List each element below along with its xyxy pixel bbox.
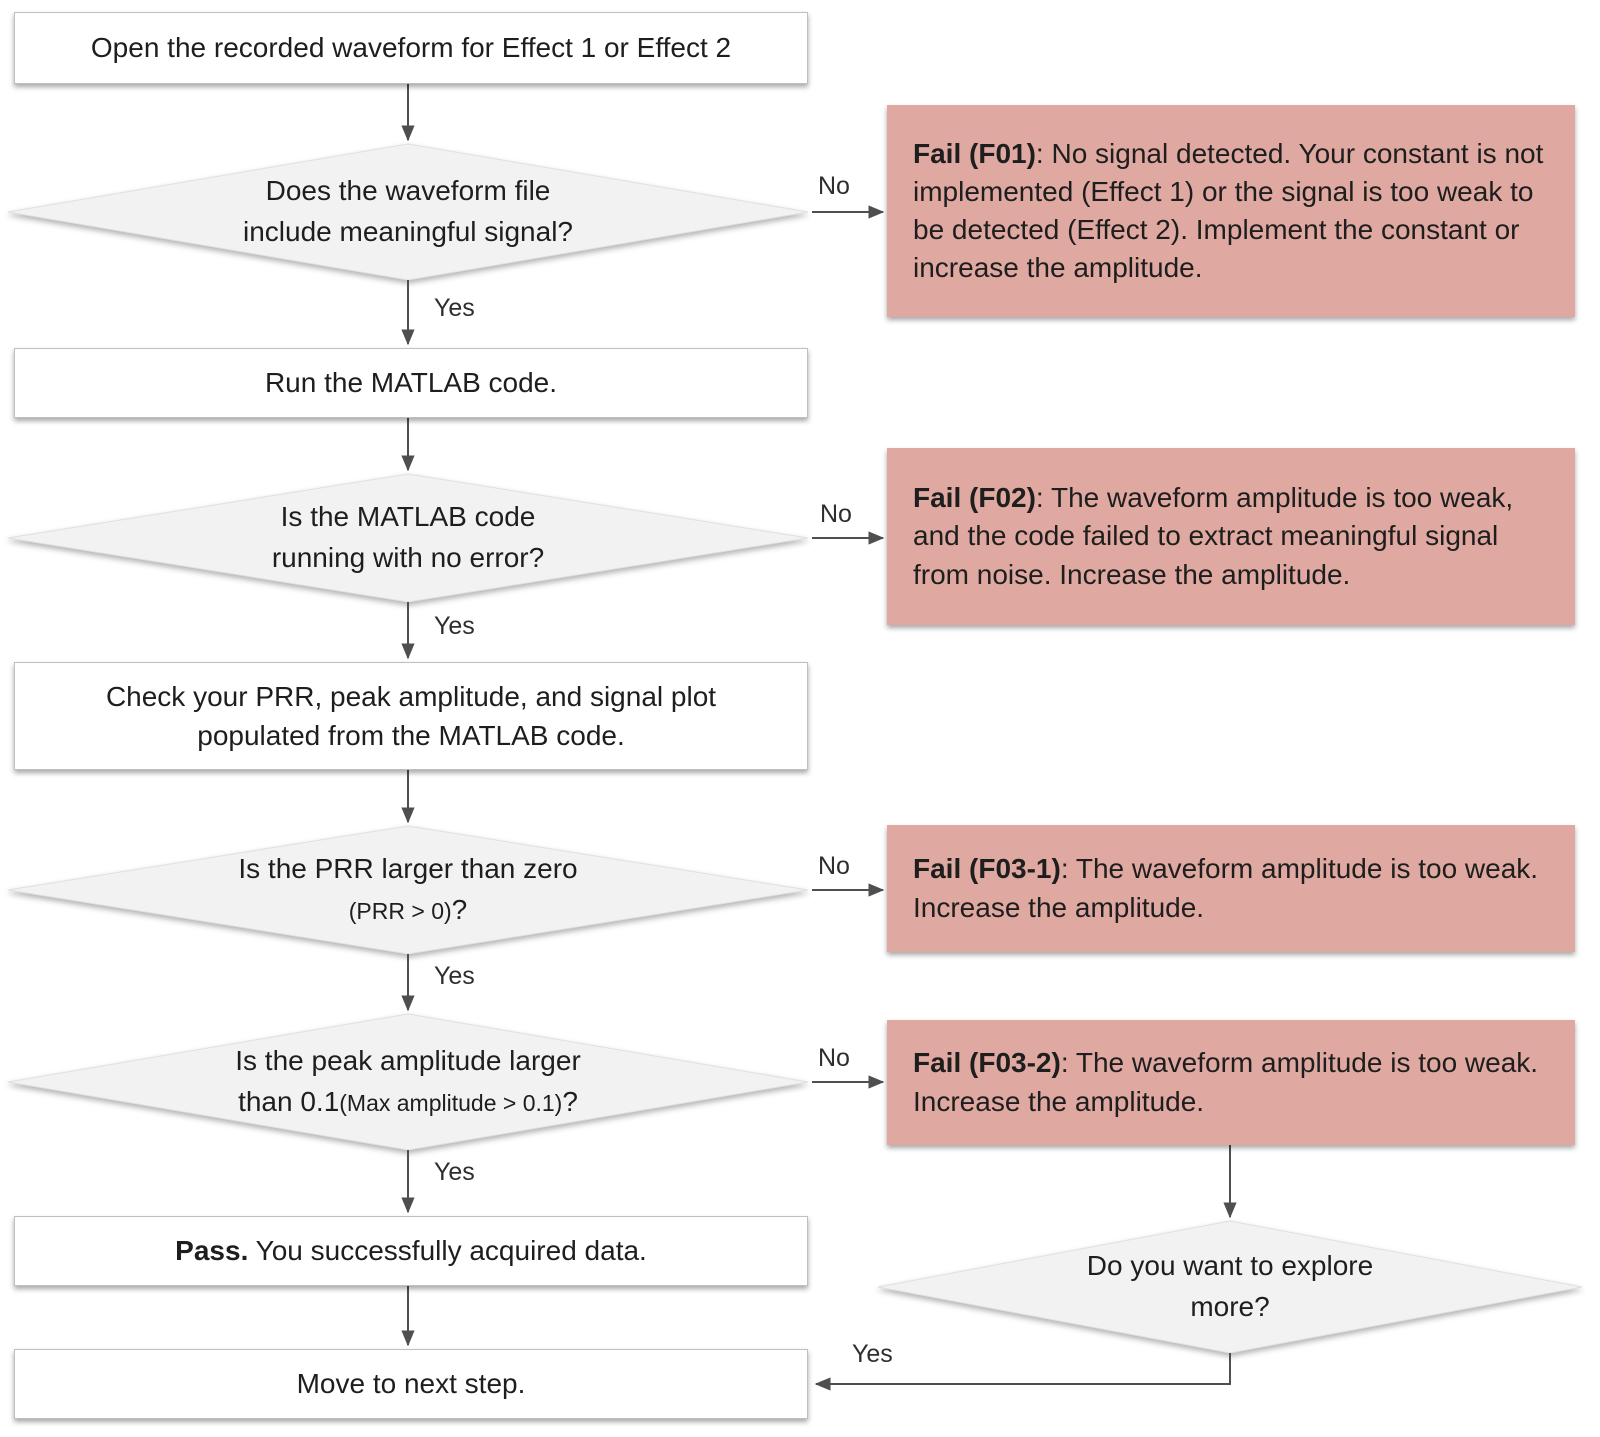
edge-label-no-1: No [818, 172, 850, 200]
check-prr-line-1: Check your PRR, peak amplitude, and sign… [105, 680, 717, 712]
decision-no-error-line-1: Is the MATLAB code [280, 501, 536, 533]
check-prr-line-2: populated from the MATLAB code. [197, 720, 625, 751]
fail-f02-text: Fail (F02): The waveform amplitude is to… [913, 479, 1549, 593]
fail-f01-message: : No signal detected. Your constant is n… [913, 137, 1544, 284]
decision-explore-line-1: Do you want to explore [1086, 1250, 1374, 1282]
start-box-label: Open the recorded waveform for Effect 1 … [90, 32, 732, 64]
pass-box-label: Pass. You successfully acquired data. [175, 1231, 647, 1270]
edge-label-no-2: No [820, 500, 852, 528]
decision-explore-text: Do you want to explore more? [930, 1235, 1530, 1339]
run-matlab-label: Run the MATLAB code. [264, 367, 558, 399]
edge-label-yes-3: Yes [434, 962, 475, 990]
fail-f02-code: Fail (F02) [913, 482, 1036, 514]
check-prr-box: Check your PRR, peak amplitude, and sign… [14, 662, 808, 770]
fail-f03-2-code: Fail (F03-2) [913, 1047, 1061, 1079]
decision-signal-line-1: Does the waveform file [265, 175, 551, 207]
decision-explore-line-2: more? [1190, 1291, 1270, 1322]
decision-no-error-text: Is the MATLAB code running with no error… [108, 486, 708, 590]
edge-label-no-4: No [818, 1044, 850, 1072]
move-next-label: Move to next step. [296, 1368, 526, 1400]
edge-label-no-3: No [818, 852, 850, 880]
pass-bold: Pass. [175, 1235, 249, 1267]
fail-f03-1-code: Fail (F03-1) [913, 853, 1061, 885]
run-matlab-box: Run the MATLAB code. [14, 348, 808, 418]
fail-box-f01: Fail (F01): No signal detected. Your con… [887, 105, 1575, 317]
decision-signal-text: Does the waveform file include meaningfu… [108, 160, 708, 264]
fail-f03-2-text: Fail (F03-2): The waveform amplitude is … [913, 1044, 1549, 1120]
fail-f02-message: : The waveform amplitude is too weak, an… [913, 482, 1514, 590]
fail-f01-code: Fail (F01) [913, 137, 1036, 169]
fail-f01-text: Fail (F01): No signal detected. Your con… [913, 135, 1549, 287]
pass-box: Pass. You successfully acquired data. [14, 1216, 808, 1286]
start-box: Open the recorded waveform for Effect 1 … [14, 12, 808, 84]
edge-label-yes-1: Yes [434, 294, 475, 322]
decision-signal-line-2: include meaningful signal? [243, 216, 573, 247]
fail-box-f02: Fail (F02): The waveform amplitude is to… [887, 448, 1575, 625]
decision-prr-text: Is the PRR larger than zero (PRR > 0)? [108, 838, 708, 942]
decision-prr-question-mark: ? [451, 894, 468, 925]
edge-label-yes-4: Yes [434, 1158, 475, 1186]
decision-prr-condition: (PRR > 0) [348, 898, 452, 924]
fail-f03-1-message: : The waveform amplitude is too weak. In… [913, 853, 1539, 923]
decision-peak-question-mark: ? [562, 1086, 578, 1117]
decision-peak-line-1: Is the peak amplitude larger [235, 1045, 581, 1077]
decision-peak-line-2: than 0.1(Max amplitude > 0.1)? [238, 1082, 578, 1123]
edge-label-yes-5: Yes [852, 1340, 893, 1368]
decision-prr-line-1: Is the PRR larger than zero [238, 853, 578, 885]
edge-label-yes-2: Yes [434, 612, 475, 640]
arrow-explore-yes-to-move [814, 1353, 1231, 1391]
decision-peak-text: Is the peak amplitude larger than 0.1(Ma… [108, 1030, 708, 1134]
decision-prr-line-2: (PRR > 0)? [349, 890, 467, 931]
fail-f03-2-message: : The waveform amplitude is too weak. In… [913, 1047, 1539, 1117]
decision-no-error-line-2: running with no error? [271, 542, 545, 573]
fail-box-f03-2: Fail (F03-2): The waveform amplitude is … [887, 1020, 1575, 1145]
fail-f03-1-text: Fail (F03-1): The waveform amplitude is … [913, 850, 1549, 926]
decision-peak-threshold: than 0.1 [238, 1086, 340, 1117]
move-next-box: Move to next step. [14, 1349, 808, 1419]
decision-peak-condition: (Max amplitude > 0.1) [339, 1090, 563, 1116]
fail-box-f03-1: Fail (F03-1): The waveform amplitude is … [887, 825, 1575, 952]
pass-rest: You successfully acquired data. [248, 1235, 647, 1267]
